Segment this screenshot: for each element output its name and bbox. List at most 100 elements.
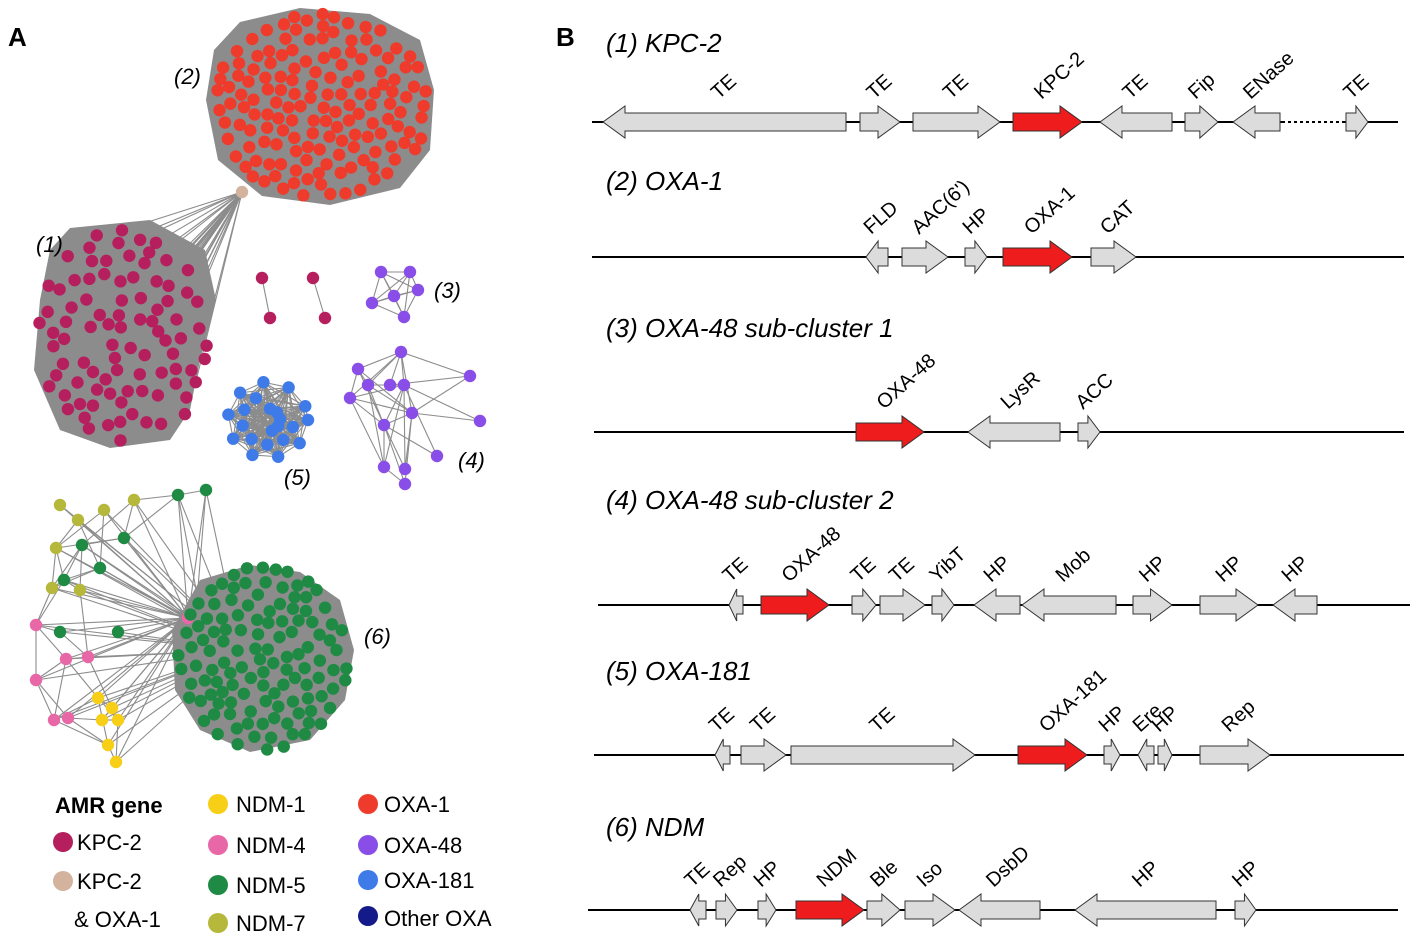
gene-label: Iso: [913, 858, 948, 892]
node-kpc2: [90, 383, 104, 396]
legend-label-kpc2-oxa1: KPC-2: [77, 869, 142, 894]
node-ndm5: [310, 583, 323, 597]
node-oxa1: [344, 46, 358, 59]
node-ndm5: [326, 682, 340, 695]
node-ndm5: [185, 640, 198, 654]
node-oxa1: [214, 72, 227, 86]
node-ndm5: [272, 700, 285, 713]
node-oxa1: [403, 125, 416, 139]
node-kpc2: [154, 417, 168, 431]
node-oxa48: [473, 414, 487, 428]
node-ndm1: [109, 755, 123, 769]
node-kpc2: [114, 321, 128, 334]
gene-arrow: [1157, 738, 1173, 772]
node-kpc2: [123, 249, 136, 262]
node-oxa1: [385, 140, 398, 153]
gene-arrow: [1199, 738, 1271, 772]
node-oxa1: [368, 86, 381, 100]
hub-edge: [144, 191, 243, 264]
track-title-3: (3) OXA-48 sub-cluster 1: [606, 313, 894, 343]
ndm-side-edge: [79, 544, 83, 591]
node-ndm5: [219, 623, 232, 636]
node-kpc2: [150, 275, 163, 288]
gene-arrow: [1021, 588, 1117, 622]
cluster-4-edge: [357, 351, 402, 370]
node-oxa1: [289, 23, 303, 36]
node-ndm5: [314, 717, 328, 730]
node-ndm5: [244, 705, 257, 718]
node-ndm5: [281, 717, 294, 730]
node-oxa1: [327, 11, 341, 24]
node-ndm5: [223, 707, 237, 721]
node-oxa1: [288, 10, 301, 24]
node-ndm5: [292, 707, 305, 720]
node-ndm5: [306, 615, 319, 629]
node-oxa181: [271, 450, 285, 463]
hub-edge: [55, 191, 243, 376]
node-kpc2: [115, 396, 128, 409]
legend-label-oxa48: OXA-48: [384, 833, 462, 858]
cluster-4-edge: [383, 384, 405, 426]
node-oxa181: [249, 391, 263, 405]
node-oxa181: [236, 419, 249, 432]
node-kpc2: [99, 373, 112, 386]
gene-label: HP: [1135, 552, 1170, 587]
node-oxa1: [262, 44, 276, 58]
node-kpc2: [263, 311, 277, 325]
node-kpc2: [191, 295, 204, 308]
network-nodes: [29, 7, 487, 769]
node-ndm4: [81, 650, 95, 664]
ndm-side-edge: [79, 589, 189, 619]
node-oxa181: [286, 420, 300, 434]
gene-label: TE: [939, 70, 973, 103]
gene-label: Ble: [866, 856, 902, 892]
node-oxa1: [305, 79, 319, 92]
node-oxa1: [301, 173, 314, 186]
legend-label-kpc2-oxa1-line2: & OXA-1: [74, 907, 161, 932]
node-oxa1: [289, 144, 303, 158]
node-kpc2: [134, 291, 148, 305]
node-ndm5: [192, 597, 205, 610]
node-ndm5: [256, 561, 270, 574]
node-kpc2: [85, 254, 99, 268]
node-oxa48: [398, 477, 412, 491]
node-oxa48: [351, 362, 365, 376]
network-panel: (2) (1) (3) (4) (5) (6): [29, 7, 487, 769]
gene-arrow: [790, 738, 976, 772]
node-ndm5: [241, 717, 255, 730]
node-kpc2: [86, 399, 100, 412]
node-oxa1: [360, 33, 373, 46]
cluster-5-edge: [239, 392, 273, 432]
gene-arrow: [1199, 588, 1259, 622]
node-oxa1: [288, 131, 301, 145]
ndm-side-edge: [117, 617, 189, 633]
node-ndm5: [286, 695, 300, 708]
node-ndm5: [93, 561, 107, 575]
node-ndm5: [313, 628, 326, 641]
node-oxa48: [405, 406, 419, 420]
node-ndm5: [277, 678, 290, 691]
ndm-side-edge: [35, 679, 69, 719]
node-oxa1: [289, 164, 303, 177]
node-oxa1: [234, 88, 248, 101]
node-oxa1: [251, 49, 264, 63]
node-oxa1: [233, 118, 247, 132]
gene-arrow: [602, 105, 847, 139]
node-ndm5: [231, 738, 244, 751]
gene-arrow: [931, 587, 955, 623]
node-kpc2: [151, 303, 164, 316]
cluster-label-5: (5): [284, 465, 311, 490]
node-ndm5: [230, 722, 244, 735]
node-kpc2: [193, 322, 206, 335]
node-ndm5: [216, 685, 229, 699]
node-oxa1: [249, 154, 263, 168]
node-oxa1: [312, 166, 325, 180]
gene-label: HP: [1228, 857, 1263, 892]
node-ndm5: [263, 605, 276, 618]
ndm-side-edge: [53, 658, 67, 721]
node-oxa1: [213, 103, 226, 117]
ndm-side-edge: [51, 547, 57, 589]
